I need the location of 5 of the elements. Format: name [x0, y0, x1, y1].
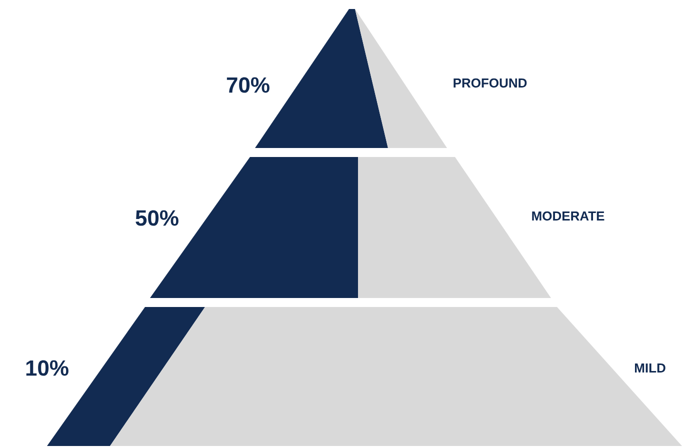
percentage-label: 50% — [136, 210, 178, 226]
node-label: MODERATE — [532, 211, 604, 221]
percentage-label: 10% — [26, 360, 68, 376]
percentage-label: 70% — [226, 77, 270, 93]
node-label: PROFOUND — [454, 78, 527, 88]
